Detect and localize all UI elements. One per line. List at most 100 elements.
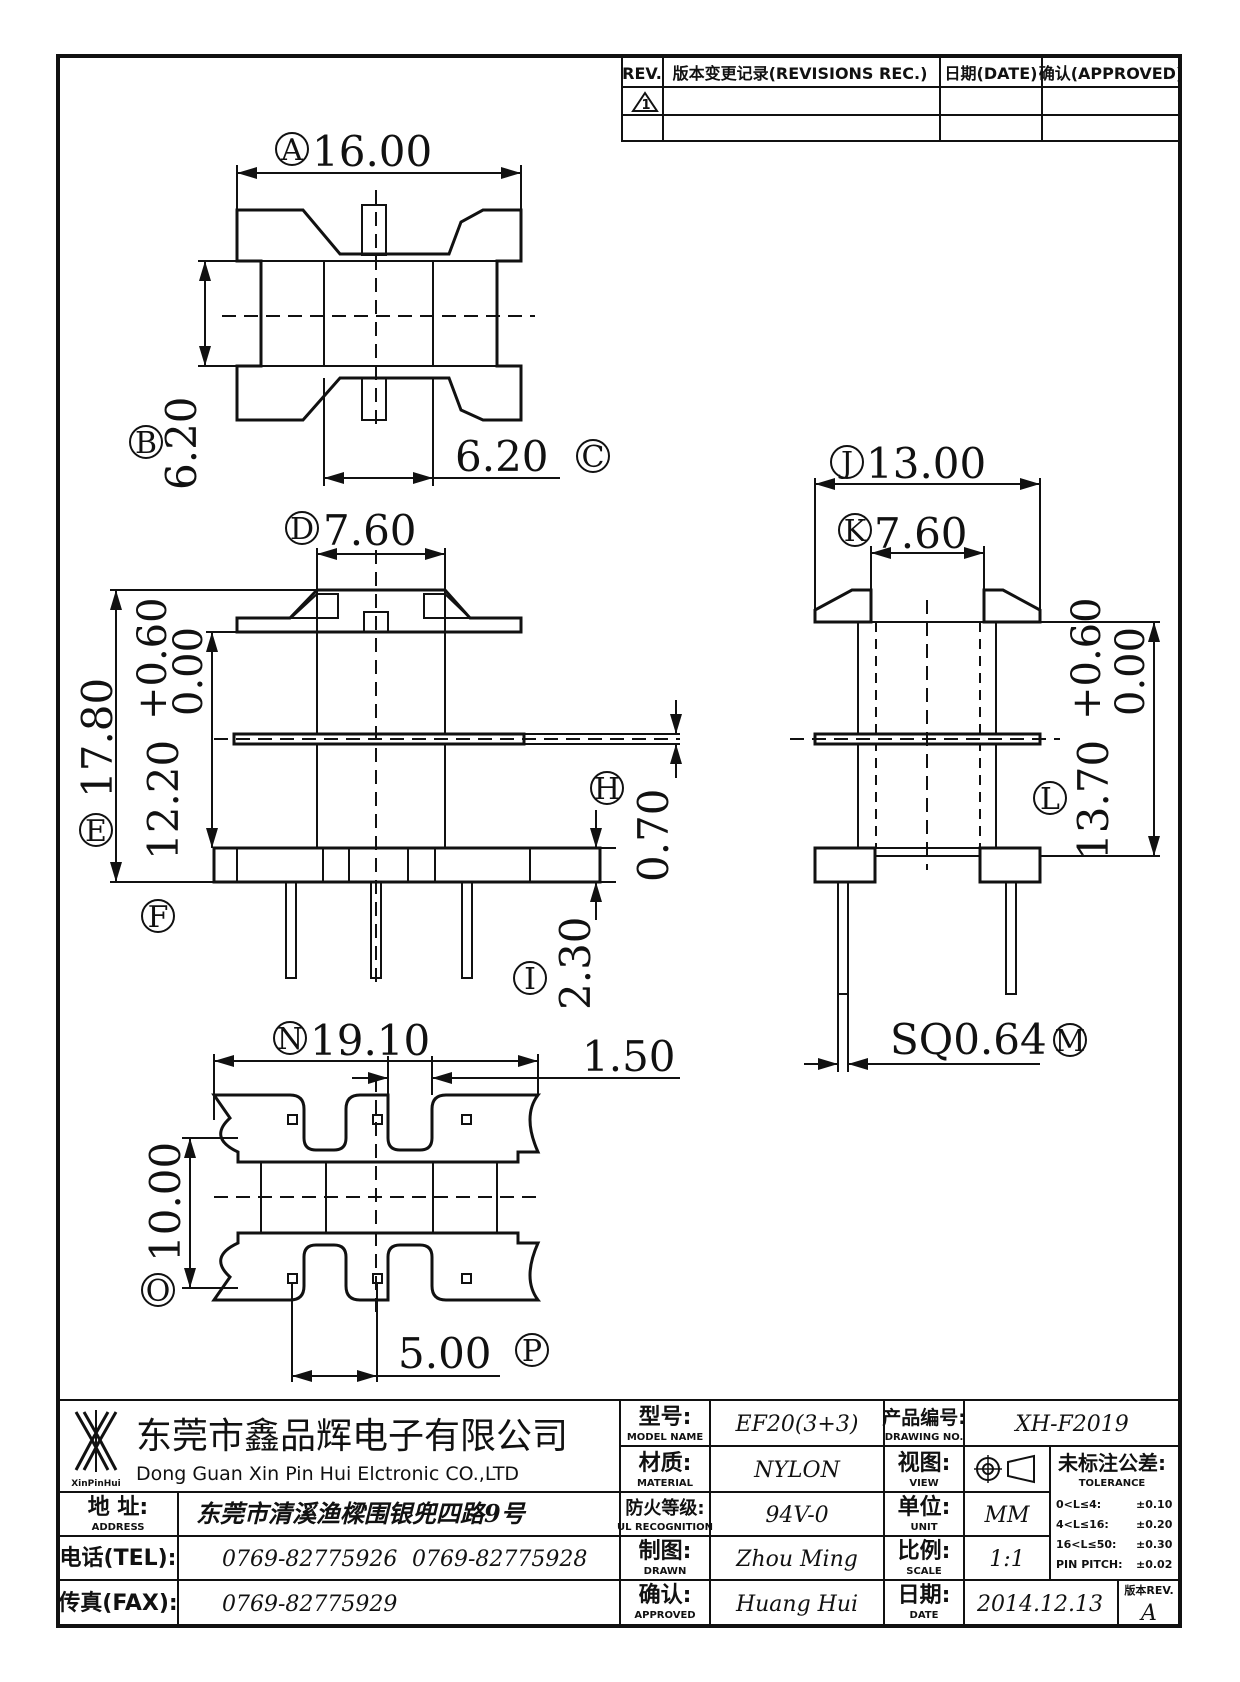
company-name-en: Dong Guan Xin Pin Hui Elctronic CO.,LTD (136, 1463, 519, 1485)
dim-o-bubble: O (146, 1274, 171, 1309)
scale-label: 比例: (898, 1539, 951, 1564)
dim-e-bubble: E (85, 814, 107, 849)
dim-i-value: 2.30 (551, 916, 600, 1010)
dim-e-value: 17.80 (73, 678, 122, 798)
address-label-en: ADDRESS (92, 1522, 145, 1533)
tel-label: 电话(TEL): (60, 1546, 177, 1571)
revisions-header: 版本变更记录(REVISIONS REC.) (672, 64, 928, 83)
dim-m-bubble: M (1055, 1024, 1086, 1059)
logo-text: XinPinHui (71, 1479, 121, 1489)
drawn-value: Zhou Ming (735, 1547, 858, 1572)
dim-d-bubble: D (290, 512, 314, 547)
revision-table: REV. 版本变更记录(REVISIONS REC.) 日期(DATE) 确认(… (621, 55, 1184, 142)
dim-j-bubble: J (838, 446, 853, 481)
material-value: NYLON (753, 1458, 840, 1483)
model-value: EF20(3+3) (735, 1412, 859, 1437)
date-label: 日期: (898, 1583, 951, 1608)
tolerance-label-en: TOLERANCE (1079, 1478, 1146, 1489)
bottom-view (211, 1078, 542, 1320)
drawn-label-en: DRAWN (644, 1566, 687, 1577)
dim-p-value: 5.00 (398, 1329, 492, 1378)
dim-c-bubble: C (582, 440, 605, 475)
fax-value: 0769-82775929 (222, 1592, 397, 1617)
date-label-en: DATE (910, 1610, 939, 1621)
company-logo: XinPinHui (71, 1410, 121, 1489)
dim-m-value: SQ0.64 (890, 1015, 1047, 1064)
flame-label: 防火等级: (625, 1497, 704, 1519)
dim-l-tol-plus: +0.60 (1064, 597, 1110, 720)
scale-label-en: SCALE (906, 1566, 942, 1577)
approved-label: 确认: (639, 1582, 692, 1608)
dim-n-bubble: N (277, 1022, 303, 1057)
dim-h-value: 0.70 (629, 788, 678, 882)
tolerance-label: 未标注公差: (1058, 1451, 1166, 1475)
model-label-en: MODEL NAME (627, 1432, 703, 1443)
tel-1: 0769-82775926 (222, 1547, 397, 1572)
title-block: XinPinHui 东莞市鑫品辉电子有限公司 Dong Guan Xin Pin… (57, 1399, 1180, 1626)
dim-l-value: 13.70 (1069, 740, 1118, 860)
tolerance-range-3: 16<L≤50: (1056, 1538, 1116, 1551)
flame-label-en: UL RECOGNITION (617, 1522, 713, 1533)
dim-a-bubble: A (280, 133, 303, 168)
dim-l-tol-minus: 0.00 (1108, 627, 1154, 716)
dim-f-tol-minus: 0.00 (166, 627, 212, 716)
tolerance-value-4: ±0.02 (1136, 1558, 1172, 1571)
dim-b-bubble: B (135, 426, 157, 461)
dim-n-value: 19.10 (310, 1016, 430, 1065)
dim-d-value: 7.60 (323, 506, 417, 555)
tolerance-range-1: 0<L≤4: (1056, 1498, 1101, 1511)
approved-header: 确认(APPROVED) (1039, 64, 1184, 83)
dim-p-bubble: P (522, 1334, 542, 1369)
date-header: 日期(DATE) (945, 64, 1038, 83)
address-value: 东莞市清溪渔樑围银兜四路9号 (196, 1499, 527, 1528)
side-view (790, 588, 1060, 995)
dim-l-bubble: L (1040, 782, 1060, 817)
scale-value: 1:1 (989, 1547, 1024, 1572)
model-label: 型号: (639, 1405, 692, 1430)
dim-k-bubble: K (844, 514, 867, 549)
view-label-en: VIEW (909, 1478, 938, 1489)
dim-o-value: 10.00 (141, 1142, 190, 1262)
dim-f-bubble: F (148, 900, 169, 935)
material-label-en: MATERIAL (637, 1478, 694, 1489)
rev-label: 版本REV. (1124, 1583, 1173, 1597)
drawing-no-label: 产品编号: (882, 1406, 966, 1429)
dim-f-tol-plus: +0.60 (130, 597, 176, 720)
rev-mark: 1 (641, 98, 650, 113)
flame-value: 94V-0 (765, 1503, 828, 1528)
approved-value: Huang Hui (735, 1592, 858, 1617)
approved-label-en: APPROVED (634, 1610, 695, 1621)
unit-label-en: UNIT (910, 1522, 937, 1533)
sheet-border (56, 54, 1182, 1628)
front-view (212, 550, 680, 990)
dim-k-value: 7.60 (874, 509, 968, 558)
rev-header: REV. (622, 64, 662, 83)
dim-n2-value: 1.50 (582, 1032, 676, 1081)
dim-b-value: 6.20 (157, 396, 206, 490)
drawn-label: 制图: (639, 1539, 692, 1564)
tolerance-range-4: PIN PITCH: (1056, 1558, 1123, 1571)
dim-c-value: 6.20 (455, 432, 549, 481)
drawing-no-label-en: DRAWING NO. (885, 1432, 964, 1443)
tolerance-value-2: ±0.20 (1136, 1518, 1173, 1531)
dim-h-bubble: H (594, 772, 620, 807)
unit-value: MM (983, 1503, 1030, 1528)
fax-label: 传真(FAX): (57, 1590, 177, 1616)
tel-2: 0769-82775928 (412, 1547, 587, 1572)
drawing-no-value: XH-F2019 (1013, 1412, 1129, 1437)
tolerance-value-3: ±0.30 (1136, 1538, 1173, 1551)
top-view (222, 190, 535, 432)
date-value: 2014.12.13 (976, 1592, 1103, 1617)
dim-i-bubble: I (524, 962, 536, 997)
unit-label: 单位: (898, 1494, 951, 1520)
company-name-cn: 东莞市鑫品辉电子有限公司 (136, 1416, 568, 1457)
address-label: 地 址: (88, 1495, 148, 1520)
view-label: 视图: (898, 1450, 951, 1476)
dim-f-value: 12.20 (139, 740, 188, 860)
rev-value: A (1139, 1601, 1157, 1626)
dim-j-value: 13.00 (866, 439, 986, 488)
rev-triangle-icon (631, 91, 659, 112)
projection-symbol-icon (974, 1454, 1035, 1484)
tolerance-value-1: ±0.10 (1136, 1498, 1173, 1511)
